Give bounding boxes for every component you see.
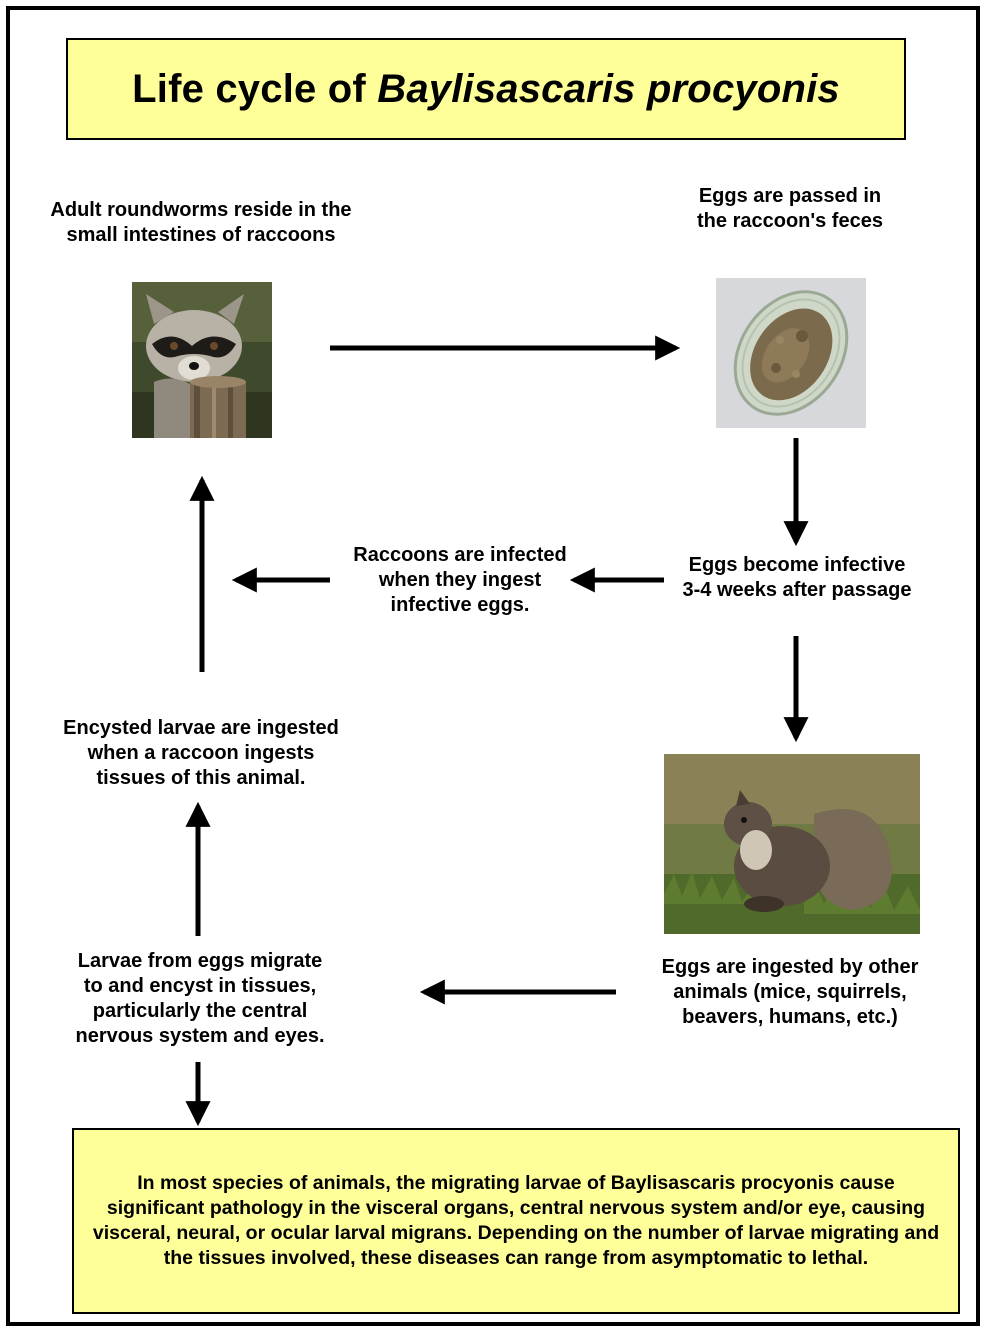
title-species: Baylisascaris procyonis	[377, 66, 840, 111]
egg-image	[716, 278, 866, 428]
squirrel-image	[664, 754, 920, 934]
label-infective: Eggs become infective 3-4 weeks after pa…	[682, 554, 912, 601]
page-title: Life cycle of Baylisascaris procyonis	[132, 67, 840, 112]
title-prefix: Life cycle of	[132, 66, 378, 111]
label-adults: Adult roundworms reside in the small int…	[50, 199, 352, 246]
summary-box: In most species of animals, the migratin…	[72, 1128, 960, 1314]
raccoon-image	[132, 282, 272, 438]
summary-text: In most species of animals, the migratin…	[92, 1172, 940, 1269]
label-migrate: Larvae from eggs migrate to and encyst i…	[75, 950, 325, 1047]
label-ingested-other: Eggs are ingested by other animals (mice…	[661, 956, 919, 1028]
label-eggs-passed: Eggs are passed in the raccoon's feces	[697, 185, 883, 232]
label-encysted: Encysted larvae are ingested when a racc…	[63, 717, 339, 789]
title-box: Life cycle of Baylisascaris procyonis	[66, 38, 906, 140]
label-raccoon-infected: Raccoons are infected when they ingest i…	[353, 544, 567, 616]
diagram-frame	[6, 6, 980, 1326]
